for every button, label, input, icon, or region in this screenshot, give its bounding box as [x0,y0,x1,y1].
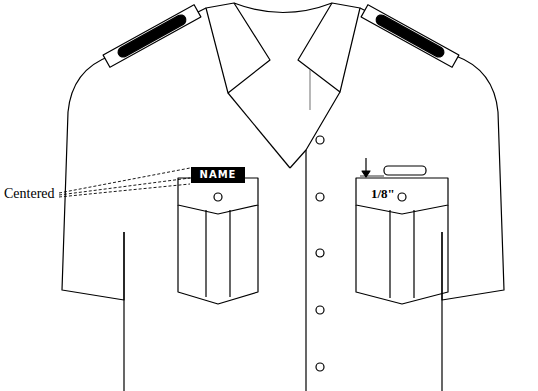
pocket-pleat [206,210,230,297]
right-epaulette [361,5,459,68]
name-plate: NAME [191,167,246,183]
extension-line [360,176,384,177]
left-collar [206,3,270,93]
pocket-button [214,193,222,201]
pocket-pleat [390,210,414,298]
right-lapel [290,92,340,168]
dimension-label: 1/8" [371,186,395,202]
left-side [123,232,124,391]
left-lapel [228,93,290,168]
right-pocket-flap [356,178,448,214]
centered-label: Centered [4,186,55,202]
left-epaulette [103,5,201,68]
left-pocket-flap [178,178,258,214]
button [316,249,324,257]
right-side [441,232,442,391]
left-pocket [178,205,258,304]
pocket-button [398,193,406,201]
right-pocket [356,205,448,304]
neck-back [234,3,332,13]
button [316,306,324,314]
right-sleeve [360,8,504,300]
leader-line [59,168,190,197]
button [316,363,324,371]
button [316,193,324,201]
button [316,136,324,144]
name-text: NAME [200,169,237,181]
right-collar [298,3,360,92]
badge-slot [384,166,426,175]
left-sleeve [62,8,206,300]
placket-edge [305,150,306,391]
collar-seam [309,70,310,110]
